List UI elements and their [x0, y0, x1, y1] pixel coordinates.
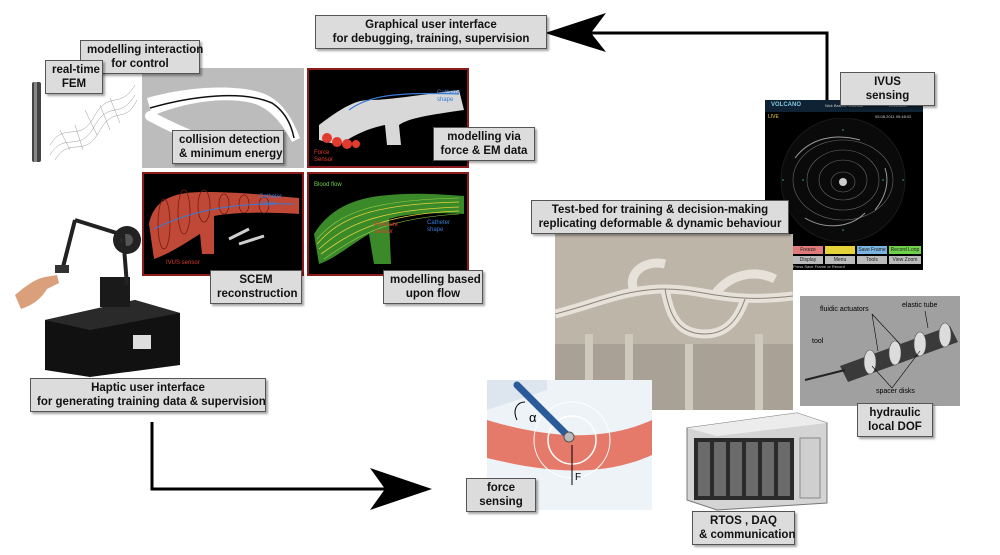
volcano-logo: VOLCANO — [771, 102, 801, 108]
catheter-shape-3-b: shape — [427, 227, 444, 233]
force-catheter — [513, 381, 571, 439]
label-gui-line2: for debugging, training, supervision — [332, 33, 530, 45]
label-testbed: Test-bed for training & decision-making … — [531, 200, 789, 234]
hand — [15, 275, 59, 309]
ivus-btn-menu: Menu — [825, 256, 855, 264]
ivus-btn-display: Display — [793, 256, 823, 264]
force-sensor-a: Force — [314, 150, 330, 156]
label-collision: collision detection & minimum energy — [172, 130, 284, 164]
catheter-shape-1-b: shape — [437, 97, 454, 103]
scem-vessel — [149, 192, 299, 259]
label-haptic: Haptic user interface for generating tra… — [30, 378, 266, 412]
arrow-head-gui — [545, 13, 606, 52]
label-ivus: IVUS sensing — [840, 72, 935, 106]
ivus-btn-blank — [825, 246, 855, 254]
label-flow-line1: modelling based — [390, 274, 481, 286]
blood-flow-text: Blood flow — [314, 182, 342, 188]
label-flow-line2: upon flow — [405, 288, 461, 300]
tool-text: tool — [812, 338, 824, 345]
arrow-haptic-to-force — [150, 422, 385, 491]
label-hydraulic-line2: local DOF — [868, 421, 922, 433]
label-rtos-line2: & communication — [699, 529, 796, 541]
arrow-head-force — [370, 468, 432, 510]
haptic-arm — [74, 218, 129, 286]
ivus-btn-freeze: Freeze — [793, 246, 823, 254]
pressure-sensor-a: Pressure — [374, 222, 399, 228]
label-scem-line2: reconstruction — [217, 288, 298, 300]
hydraulic-image: fluidic actuators elastic tube tool spac… — [800, 296, 960, 406]
fem-mesh — [49, 94, 136, 156]
elastic-tube-text: elastic tube — [902, 302, 938, 309]
label-forcesens-line1: force — [486, 482, 516, 494]
label-gui: Graphical user interface for debugging, … — [315, 15, 547, 49]
catheter-shape-text-2: Catheter shape — [259, 194, 282, 208]
ivus-btn-record: Record Loop — [889, 246, 921, 254]
label-forceem-line2: force & EM data — [440, 145, 528, 157]
ivus-sensor-text: IVUS sensor — [166, 260, 200, 266]
label-collision-line1: collision detection — [179, 134, 280, 146]
catheter-shape-text-1: Catheter shape — [437, 90, 460, 104]
haptic-device-image — [15, 205, 185, 380]
catheter-shape-2-a: Catheter — [259, 194, 283, 200]
label-forcesens-line2: sensing — [479, 496, 523, 508]
collision-vessel — [147, 87, 300, 142]
ivus-btn-zoom: View Zoom — [889, 256, 921, 264]
flow-vessel — [314, 193, 464, 264]
label-scem: SCEM reconstruction — [210, 270, 302, 304]
rtos-chassis-image — [682, 408, 832, 511]
label-ivus-line2: sensing — [865, 90, 910, 102]
flow-image: Blood flow Pressure Sensor Catheter shap… — [307, 172, 469, 276]
label-realtime-fem: real-time FEM — [45, 60, 103, 94]
fluidic-actuators-text: fluidic actuators — [820, 306, 869, 313]
label-fem-line1: real-time — [52, 64, 100, 76]
pressure-sensor-text: Pressure Sensor — [374, 222, 398, 236]
label-fem-line2: FEM — [61, 78, 87, 90]
label-scem-line1: SCEM — [239, 274, 273, 286]
catheter-shape-3-a: Catheter — [427, 220, 451, 226]
label-rtos-line1: RTOS , DAQ — [710, 515, 777, 527]
label-ivus-line1: IVUS — [874, 76, 901, 88]
catheter-shape-2-b: shape — [259, 201, 276, 207]
label-haptic-line2: for generating training data & supervisi… — [37, 396, 266, 408]
alpha-symbol: α — [529, 410, 537, 425]
label-testbed-line2: replicating deformable & dynamic behavio… — [538, 218, 782, 230]
label-gui-line1: Graphical user interface — [365, 19, 497, 31]
ivus-live: LIVE — [768, 114, 779, 120]
vessel-wall — [487, 420, 652, 471]
label-modelling-line2: for control — [111, 58, 169, 70]
label-hydraulic-line1: hydraulic — [869, 407, 921, 419]
label-force-sensing: force sensing — [466, 478, 536, 512]
label-rtos: RTOS , DAQ & communication — [692, 511, 795, 545]
label-testbed-line1: Test-bed for training & decision-making — [551, 204, 769, 216]
force-sensor-b: Sensor — [314, 157, 334, 163]
label-modelling-line1: modelling interaction — [87, 44, 204, 56]
catheter-shape-text-3: Catheter shape — [427, 220, 450, 234]
label-modelling-interaction: modelling interaction for control — [80, 40, 204, 74]
spacer-disks-text: spacer disks — [876, 388, 915, 395]
ivus-btn-save: Save Frame — [857, 246, 887, 254]
scem-image: Catheter shape IVUS sensor — [142, 172, 304, 276]
ivus-btn-tools: Tools — [857, 256, 887, 264]
ivus-time: 05.08.2011 09:48:02 — [875, 114, 912, 119]
catheter-shape-1-a: Catheter — [437, 90, 461, 96]
hydraulic-tool-tip — [804, 369, 846, 381]
force-symbol: F — [575, 472, 582, 483]
label-hydraulic: hydraulic local DOF — [857, 403, 933, 437]
force-sensor-text: Force Sensor — [314, 150, 333, 164]
arrow-ivus-to-gui — [590, 31, 829, 100]
pressure-sensor-b: Sensor — [374, 229, 394, 235]
label-collision-line2: & minimum energy — [179, 148, 283, 160]
label-force-em: modelling via force & EM data — [433, 127, 535, 161]
collision-catheter — [149, 94, 295, 139]
label-haptic-line1: Haptic user interface — [91, 382, 205, 394]
force-em-vessel — [319, 90, 464, 145]
fem-image — [25, 70, 140, 165]
label-flow: modelling based upon flow — [383, 270, 483, 304]
label-forceem-line1: modelling via — [447, 131, 521, 143]
ivus-footer: Press Save Frame or Record — [793, 264, 845, 269]
